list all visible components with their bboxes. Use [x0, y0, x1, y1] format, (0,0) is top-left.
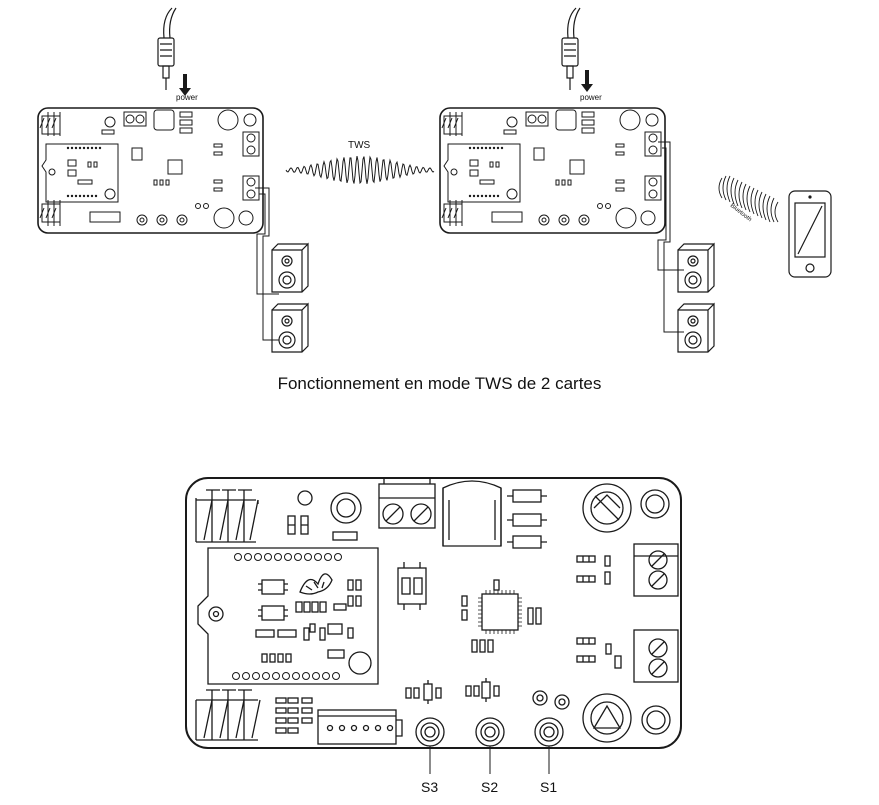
speaker-icon [677, 243, 715, 293]
diagram-caption: Fonctionnement en mode TWS de 2 cartes [277, 374, 602, 393]
power-plug-icon [157, 7, 177, 90]
button-s1 [534, 717, 564, 747]
button-s3 [415, 717, 445, 747]
module-pins-bottom [232, 672, 340, 680]
left-board [37, 107, 264, 234]
button-leaders [429, 746, 550, 774]
speaker-icon [271, 303, 309, 353]
button-s2 [475, 717, 505, 747]
label-s3: S3 [421, 779, 438, 795]
label-s2: S2 [481, 779, 498, 795]
left-speaker-wires [255, 187, 279, 341]
bluetooth-waves-icon [718, 175, 779, 223]
power-label-right: power [580, 93, 602, 102]
tws-label: TWS [348, 140, 371, 151]
wireless-wave-icon [285, 155, 435, 185]
label-s1: S1 [540, 779, 557, 795]
speaker-icon [677, 303, 715, 353]
bluetooth-label: Bluetooth [729, 203, 753, 223]
speaker-icon [271, 243, 309, 293]
module-pins-top [234, 553, 342, 561]
left-connector-top [195, 489, 259, 543]
power-arrow-right [581, 70, 593, 92]
smartphone-icon [788, 190, 832, 278]
large-board [185, 477, 682, 749]
left-connector-bottom [195, 689, 261, 741]
right-speaker-wires [657, 141, 684, 333]
power-label-left: power [176, 93, 198, 102]
power-plug-icon [561, 7, 581, 90]
right-board [439, 107, 666, 234]
power-arrow-left [179, 74, 191, 96]
